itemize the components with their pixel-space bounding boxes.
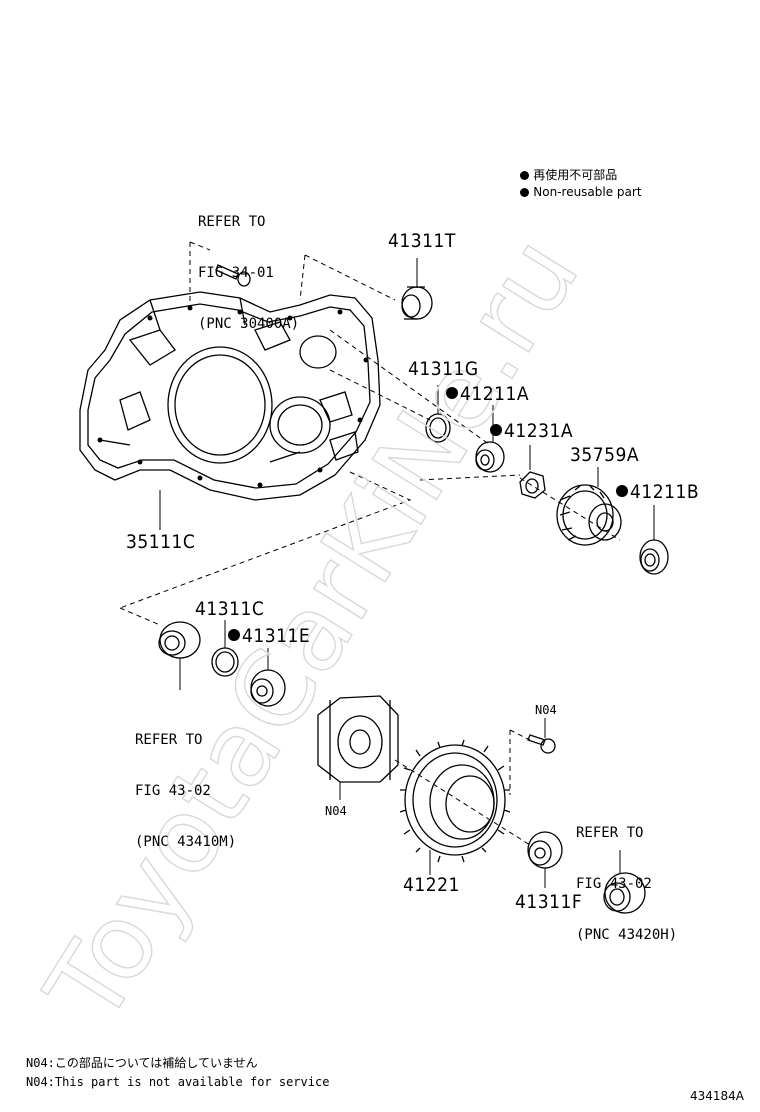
part-41221[interactable]: 41221: [403, 874, 460, 896]
part-41311G[interactable]: 41311G: [408, 358, 479, 380]
bolt-N04-drawing: [527, 734, 556, 754]
refer-line: REFER TO: [576, 825, 644, 841]
figure-id: 434184A: [690, 1089, 745, 1103]
note-jp: N04:この部品については補給していません: [26, 1056, 258, 1070]
non-reusable-dot-icon: [490, 424, 502, 436]
non-reusable-dot-icon: [446, 387, 458, 399]
bearing-41311F-drawing: [527, 831, 563, 869]
refer-block-2: REFER TO FIG 43-02 (PNC 43410M): [135, 698, 236, 885]
bearing-ref-drawing: [158, 621, 201, 659]
ring-41311G-drawing: [425, 413, 451, 443]
non-reusable-dot-icon: [616, 485, 628, 497]
part-41311F[interactable]: 41311F: [515, 891, 583, 913]
ring-gear-41221-drawing: [399, 739, 511, 863]
bolt-drawing-top: [215, 264, 251, 287]
refer-block-1: REFER TO FIG 34-01 (PNC 30400A): [198, 180, 299, 367]
refer-line: (PNC 30400A): [198, 316, 300, 332]
non-reusable-dot-icon: [520, 188, 530, 197]
bearing-41311T-drawing: [401, 286, 433, 320]
part-41211A: 41211A: [460, 383, 530, 405]
note-en: N04:This part is not available for servi…: [26, 1075, 330, 1089]
part-41231A: 41231A: [504, 420, 574, 442]
refer-line: FIG 34-01: [198, 265, 274, 281]
leader-lines: [119, 241, 621, 846]
nut-41231A-drawing: [519, 471, 546, 499]
part-41211A-wrap[interactable]: 41211A: [446, 385, 529, 404]
ring-41311C-drawing: [211, 647, 239, 677]
part-35759A[interactable]: 35759A: [570, 444, 640, 466]
part-41231A-wrap[interactable]: 41231A: [490, 422, 573, 441]
legend-en-text: Non-reusable part: [533, 185, 642, 199]
non-reusable-dot-icon: [520, 171, 530, 180]
part-N04-bolt[interactable]: N04: [535, 703, 557, 717]
bearing-41311E-drawing: [250, 669, 286, 707]
bearing-41211A-drawing: [475, 441, 505, 473]
gear-35759A-drawing: [556, 484, 622, 546]
part-41311E: 41311E: [242, 625, 311, 647]
legend-jp-text: 再使用不可部品: [533, 168, 618, 182]
part-35111C[interactable]: 35111C: [126, 531, 196, 553]
refer-line: (PNC 43410M): [135, 834, 237, 850]
bearing-41211B-drawing: [639, 539, 669, 575]
legend-jp: 再使用不可部品: [505, 151, 617, 199]
refer-line: REFER TO: [135, 732, 203, 748]
part-41311C[interactable]: 41311C: [195, 598, 265, 620]
transaxle-housing-drawing: [79, 291, 381, 501]
refer-line: (PNC 43420H): [576, 927, 678, 943]
part-41211B: 41211B: [630, 481, 700, 503]
non-reusable-dot-icon: [228, 629, 240, 641]
part-N04-case[interactable]: N04: [325, 804, 347, 818]
differential-case-drawing: [317, 695, 399, 783]
part-41311T[interactable]: 41311T: [388, 230, 456, 252]
bearing-ref-right-drawing: [603, 872, 646, 914]
part-41211B-wrap[interactable]: 41211B: [616, 483, 699, 502]
refer-block-3: REFER TO FIG 43-02 (PNC 43420H): [576, 791, 677, 978]
refer-line: FIG 43-02: [576, 876, 652, 892]
refer-line: FIG 43-02: [135, 783, 211, 799]
part-41311E-wrap[interactable]: 41311E: [228, 627, 310, 646]
legend-en: Non-reusable part: [505, 168, 642, 216]
refer-line: REFER TO: [198, 214, 266, 230]
